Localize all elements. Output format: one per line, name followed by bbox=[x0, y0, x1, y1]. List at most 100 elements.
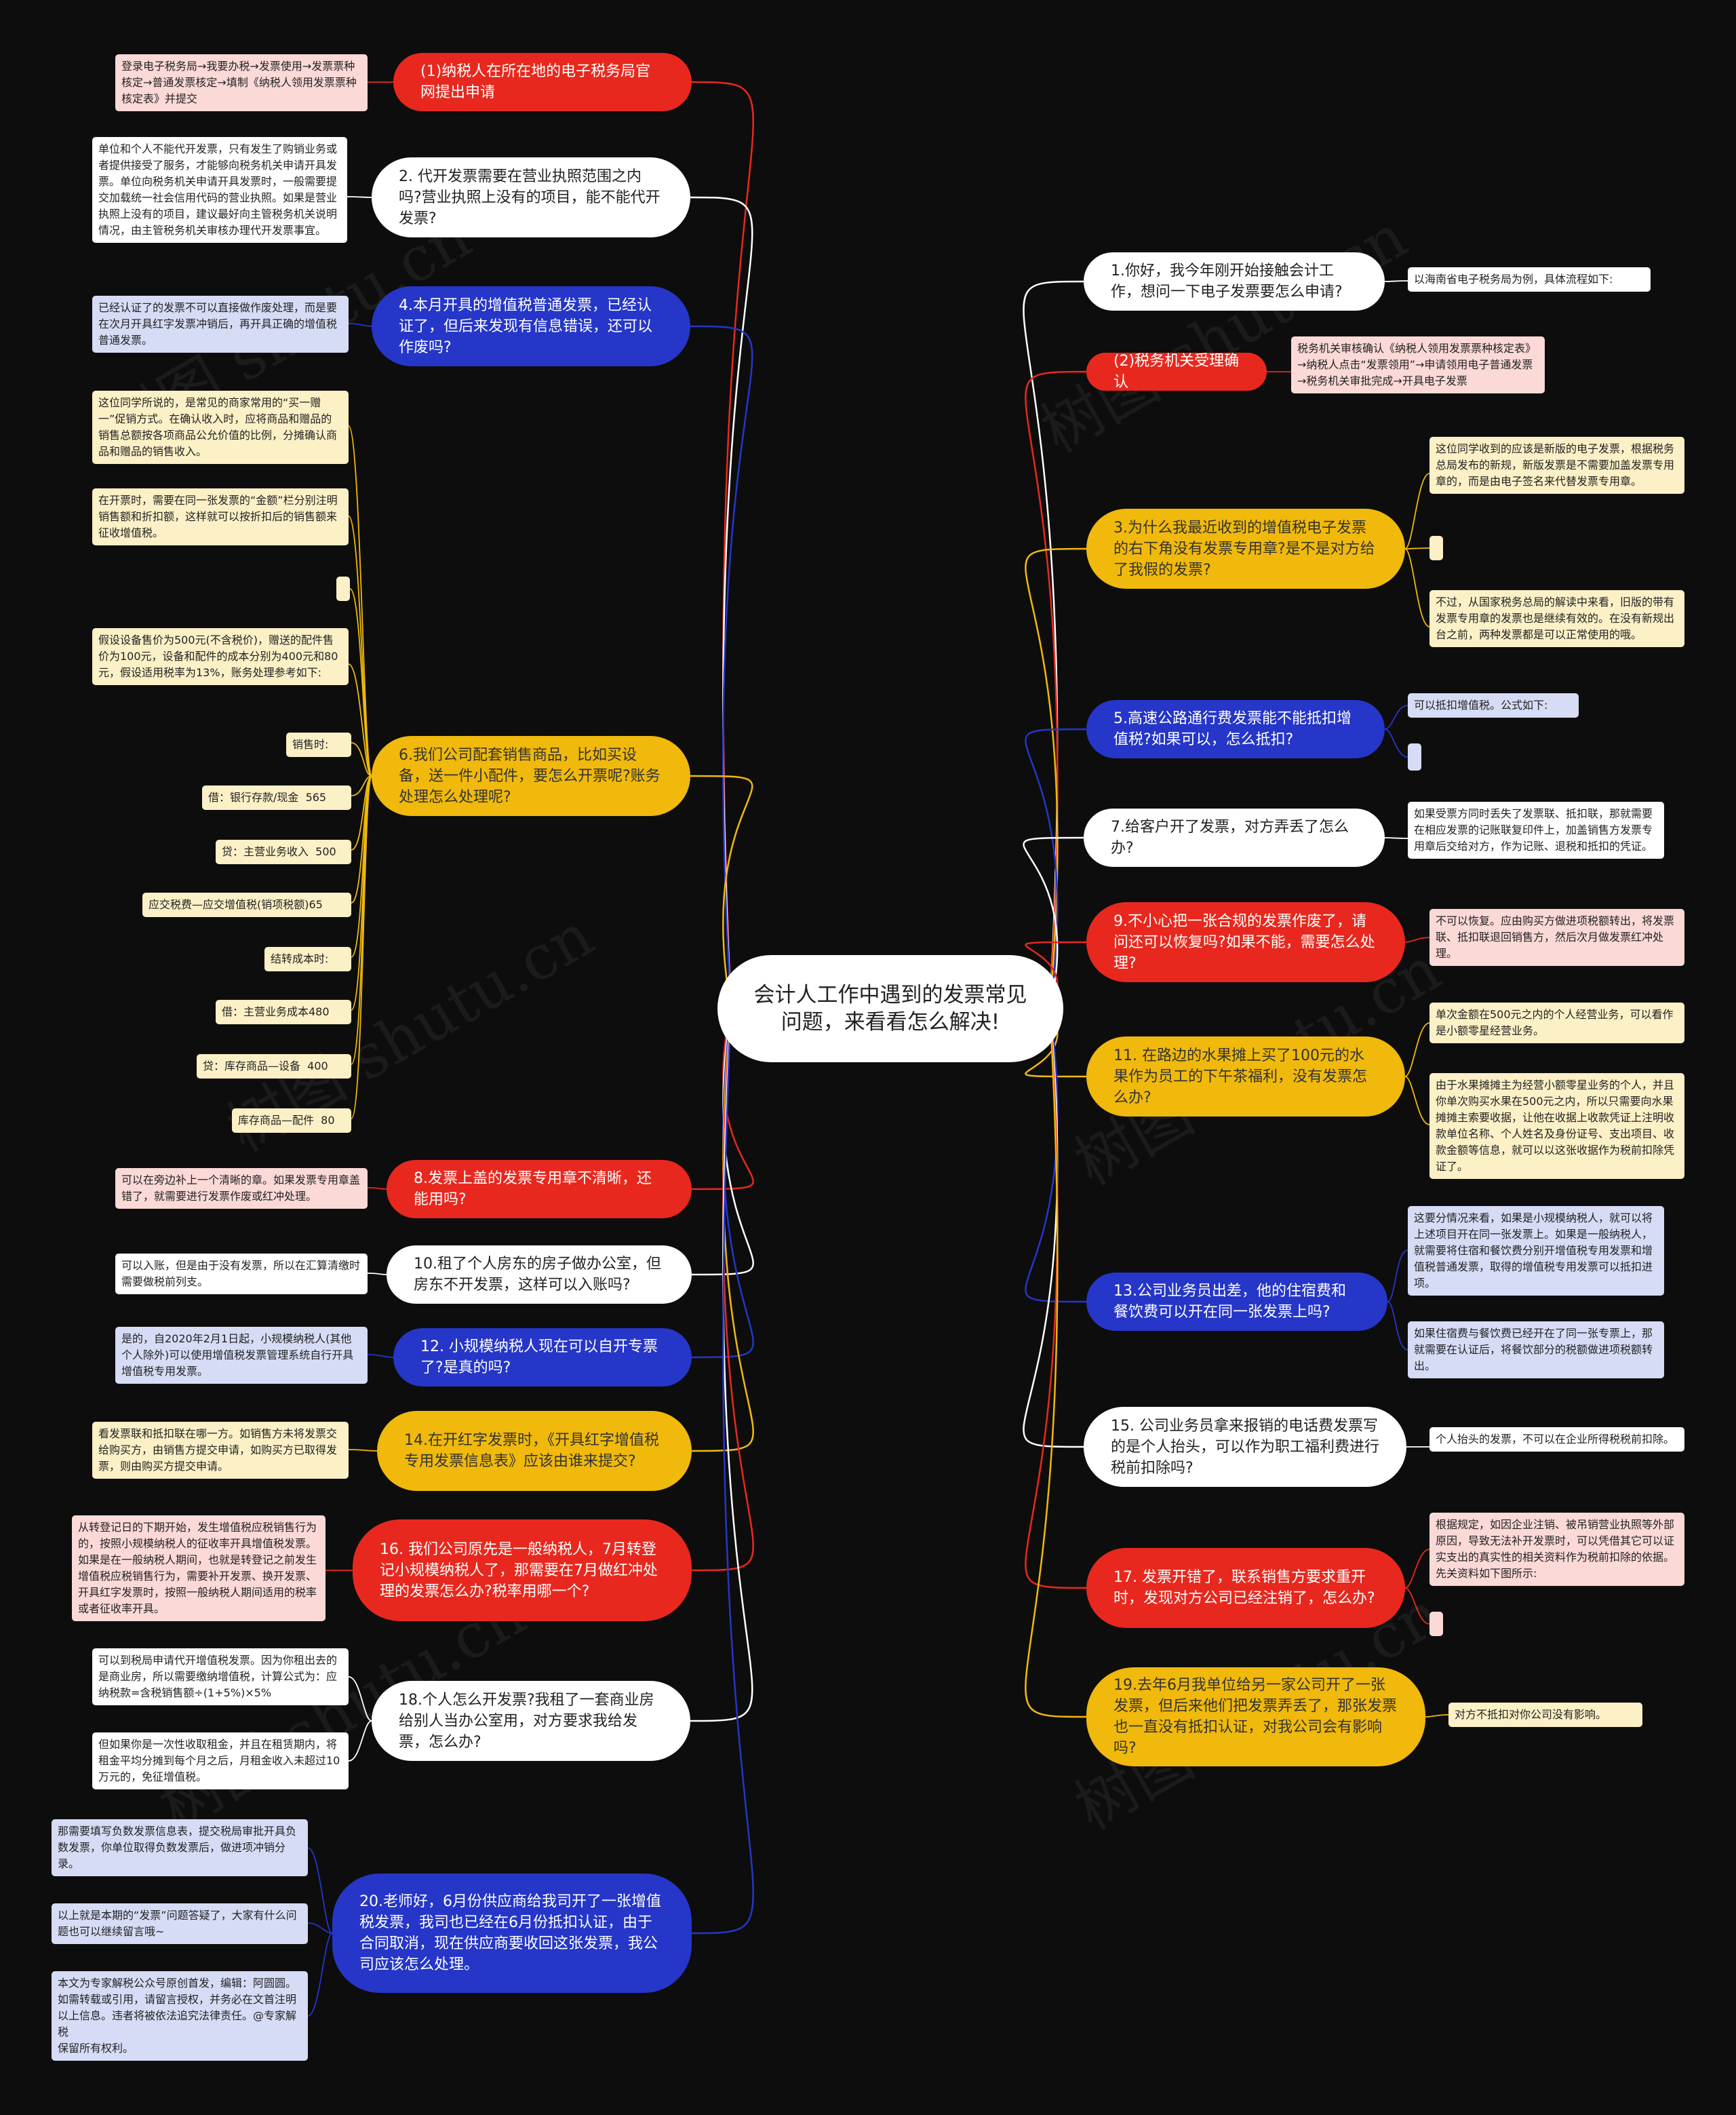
topic-detail[interactable]: 从转登记日的下期开始，发生增值税应税销售行为的，按照小规模纳税人的征收率开具增值… bbox=[72, 1515, 326, 1621]
connector-line bbox=[307, 1922, 333, 1934]
connector-line bbox=[307, 1933, 333, 2017]
topic-l3[interactable]: 4.本月开具的增值税普通发票，已经认证了，但后来发现有信息错误，还可以作废吗? bbox=[372, 286, 690, 366]
topic-detail[interactable]: 销售时: bbox=[286, 733, 351, 757]
topic-detail[interactable]: 不过，从国家税务总局的解读中来看，旧版的带有发票专用章的发票也是继续有效的。在没… bbox=[1429, 590, 1684, 647]
topic-detail[interactable]: 这位同学收到的应该是新版的电子发票，根据税务总局发布的新规，新版发票是不需要加盖… bbox=[1429, 437, 1684, 494]
topic-detail[interactable]: 假设设备售价为500元(不含税价)，赠送的配件售价为100元，设备和配件的成本分… bbox=[92, 628, 349, 685]
topic-detail[interactable]: 可以抵扣增值税。公式如下: bbox=[1408, 693, 1579, 718]
topic-l4[interactable]: 6.我们公司配套销售商品，比如买设备，送一件小配件，要怎么开票呢?账务处理怎么处… bbox=[372, 736, 690, 816]
topic-r11[interactable]: 19.去年6月我单位给另一家公司开了一张发票，但后来他们把发票弄丢了，那张发票也… bbox=[1086, 1667, 1425, 1766]
topic-l5[interactable]: 8.发票上盖的发票专用章不清晰，还能用吗? bbox=[387, 1160, 692, 1218]
topic-l6[interactable]: 10.租了个人房东的房子做办公室，但房东不开发票，这样可以入账吗? bbox=[387, 1245, 692, 1304]
topic-detail[interactable]: 以上就是本期的“发票”问题答疑了，大家有什么问题也可以继续留言哦~ bbox=[52, 1903, 308, 1944]
image-placeholder[interactable] bbox=[1429, 536, 1443, 560]
connector-line bbox=[348, 1676, 372, 1722]
connector-line bbox=[349, 588, 372, 777]
topic-detail[interactable]: 库存商品—配件 80 bbox=[232, 1108, 351, 1133]
topic-detail[interactable]: 贷：库存商品—设备 400 bbox=[197, 1054, 351, 1079]
root-topic[interactable]: 会计人工作中遇到的发票常见问题，来看看怎么解决! bbox=[717, 955, 1063, 1062]
topic-l1[interactable]: (1)纳税人在所在地的电子税务局官网提出申请 bbox=[393, 53, 692, 111]
connector-line bbox=[348, 1720, 372, 1762]
topic-detail[interactable]: 由于水果摊摊主为经营小额零星业务的个人，并且你单次购买水果在500元之内，所以只… bbox=[1429, 1073, 1684, 1179]
topic-detail[interactable]: 这位同学所说的，是常见的商家常用的“买一赠一”促销方式。在确认收入时，应将商品和… bbox=[92, 391, 349, 464]
topic-r10[interactable]: 17. 发票开错了，联系销售方要求重开时，发现对方公司已经注销了，怎么办? bbox=[1086, 1548, 1405, 1628]
connector-line bbox=[348, 323, 372, 327]
topic-detail[interactable]: 登录电子税务局→我要办税→发票使用→发票票种核定→普通发票核定→填制《纳税人领用… bbox=[115, 54, 368, 111]
connector-line bbox=[367, 1273, 387, 1275]
connector-line bbox=[691, 1008, 754, 1935]
connector-line bbox=[1384, 705, 1408, 730]
image-placeholder[interactable] bbox=[1429, 1612, 1443, 1636]
connector-line bbox=[367, 1354, 394, 1358]
topic-detail[interactable]: 借：银行存款/现金 565 bbox=[202, 785, 351, 810]
connector-line bbox=[1384, 280, 1408, 282]
topic-detail[interactable]: 在开票时，需要在同一张发票的“金额”栏分别注明销售额和折扣额，这样就可以按折扣后… bbox=[92, 488, 349, 545]
topic-detail[interactable]: 如果受票方同时丢失了发票联、抵扣联，那就需要在相应发票的记账联复印件上，加盖销售… bbox=[1408, 802, 1664, 859]
image-placeholder[interactable] bbox=[336, 577, 350, 601]
topic-detail[interactable]: 单位和个人不能代开发票，只有发生了购销业务或者提供接受了服务，才能够向税务机关申… bbox=[92, 137, 347, 243]
topic-l2[interactable]: 2. 代开发票需要在营业执照范围之内吗?营业执照上没有的项目，能不能代开发票? bbox=[372, 157, 690, 237]
connector-line bbox=[348, 425, 372, 777]
topic-detail[interactable]: 借：主营业务成本480 bbox=[216, 1000, 351, 1024]
connector-line bbox=[1025, 547, 1087, 1009]
connector-line bbox=[1387, 1301, 1408, 1351]
connector-line bbox=[690, 775, 753, 1009]
topic-r7[interactable]: 11. 在路边的水果摊上买了100元的水果作为员工的下午茶福利，没有发票怎么办? bbox=[1086, 1036, 1405, 1117]
topic-r9[interactable]: 15. 公司业务员拿来报销的电话费发票写的是个人抬头，可以作为职工福利费进行税前… bbox=[1084, 1407, 1406, 1487]
topic-detail[interactable]: 不可以恢复。应由购买方做进项税额转出，将发票联、抵扣联退回销售方，然后次月做发票… bbox=[1429, 909, 1684, 966]
topic-l8[interactable]: 14.在开红字发票时，《开具红字增值税专用发票信息表》应该由谁来提交? bbox=[377, 1411, 692, 1491]
topic-l11[interactable]: 20.老师好，6月份供应商给我司开了一张增值税发票，我司也已经在6月份抵扣认证，… bbox=[332, 1874, 692, 1993]
connector-line bbox=[1025, 728, 1087, 1009]
topic-r6[interactable]: 9.不小心把一张合规的发票作废了，请问还可以恢复吗?如果不能，需要怎么处理? bbox=[1086, 902, 1405, 982]
connector-line bbox=[351, 775, 372, 1119]
topic-detail[interactable]: 根据规定，如因企业注销、被吊销营业执照等外部原因，导致无法补开发票时，可以凭借其… bbox=[1429, 1513, 1684, 1586]
topic-detail[interactable]: 结转成本时: bbox=[264, 947, 351, 971]
topic-detail[interactable]: 个人抬头的发票，不可以在企业所得税税前扣除。 bbox=[1429, 1427, 1684, 1452]
topic-l9[interactable]: 16. 我们公司原先是一般纳税人，7月转登记小规模纳税人了，那需要在7月做红冲处… bbox=[353, 1519, 692, 1621]
topic-detail[interactable]: 这要分情况来看，如果是小规模纳税人，就可以将上述项目开在同一张发票上。如果是一般… bbox=[1408, 1206, 1664, 1296]
topic-detail[interactable]: 应交税费—应交增值税(销项税额)65 bbox=[142, 893, 351, 917]
topic-detail[interactable]: 以海南省电子税务局为例，具体流程如下: bbox=[1408, 267, 1651, 292]
topic-detail[interactable]: 对方不抵扣对你公司没有影响。 bbox=[1448, 1703, 1642, 1727]
topic-r4[interactable]: 5.高速公路通行费发票能不能抵扣增值税?如果可以，怎么抵扣? bbox=[1086, 700, 1385, 758]
connector-line bbox=[691, 81, 754, 1009]
topic-r2[interactable]: (2)税务机关受理确认 bbox=[1086, 353, 1267, 391]
connector-line bbox=[1404, 548, 1430, 627]
connector-line bbox=[348, 663, 372, 777]
topic-detail[interactable]: 单次金额在500元之内的个人经营业务，可以看作是小额零星经营业务。 bbox=[1429, 1003, 1684, 1043]
connector-line bbox=[307, 1847, 333, 1934]
topic-detail[interactable]: 本文为专家解税公众号原创首发，编辑：阿圆圆。如需转载或引用，请留言授权，并务必在… bbox=[52, 1971, 308, 2061]
topic-detail[interactable]: 已经认证了的发票不可以直接做作废处理，而是要在次月开具红字发票冲销后，再开具正确… bbox=[92, 296, 349, 353]
connector-line bbox=[1404, 937, 1430, 943]
topic-detail[interactable]: 是的，自2020年2月1日起，小规模纳税人(其他个人除外)可以使用增值税发票管理… bbox=[115, 1327, 368, 1384]
topic-detail[interactable]: 贷：主营业务收入 500 bbox=[216, 840, 351, 864]
topic-detail[interactable]: 可以到税局申请代开增值税发票。因为你租出去的是商业房，所以需要缴纳增值税，计算公… bbox=[92, 1648, 349, 1705]
connector-line bbox=[1025, 1008, 1087, 1718]
connector-line bbox=[1404, 1022, 1430, 1077]
topic-r3[interactable]: 3.为什么我最近收到的增值税电子发票的右下角没有发票专用章?是不是对方给了我假的… bbox=[1086, 509, 1405, 589]
connector-line bbox=[690, 1008, 753, 1722]
topic-l7[interactable]: 12. 小规模纳税人现在可以自开专票了?是真的吗? bbox=[393, 1328, 692, 1386]
topic-detail[interactable]: 可以在旁边补上一个清晰的章。如果发票专用章盖错了，就需要进行发票作废或红冲处理。 bbox=[115, 1168, 368, 1209]
connector-line bbox=[1025, 370, 1087, 1009]
topic-detail[interactable]: 如果住宿费与餐饮费已经开在了同一张专票上，那就需要在认证后，将餐饮部分的税额做进… bbox=[1408, 1321, 1664, 1378]
connector-line bbox=[348, 1449, 378, 1452]
connector-line bbox=[690, 196, 753, 1009]
topic-detail[interactable]: 可以入账，但是由于没有发票，所以在汇算清缴时需要做税前列支。 bbox=[115, 1254, 368, 1294]
topic-detail[interactable]: 但如果你是一次性收取租金，并且在租赁期内，将租金平均分摊到每个月之后，月租金收入… bbox=[92, 1732, 349, 1789]
connector-line bbox=[351, 742, 372, 777]
topic-detail[interactable]: 看发票联和抵扣联在哪一方。如销售方未将发票交给购买方，由销售方提交申请，如购买方… bbox=[92, 1422, 349, 1479]
topic-r5[interactable]: 7.给客户开了发票，对方弄丢了怎么办? bbox=[1084, 809, 1385, 867]
topic-detail[interactable]: 那需要填写负数发票信息表，提交税局审批开具负数发票，你单位取得负数发票后，做进项… bbox=[52, 1819, 308, 1876]
image-placeholder[interactable] bbox=[1408, 743, 1421, 771]
topic-detail[interactable]: 税务机关审核确认《纳税人领用发票票种核定表》→纳税人点击“发票领用”→申请领用电… bbox=[1291, 336, 1545, 393]
connector-line bbox=[367, 1187, 387, 1190]
topic-r1[interactable]: 1.你好，我今年刚开始接触会计工作，想问一下电子发票要怎么申请? bbox=[1084, 252, 1385, 311]
connector-line bbox=[1384, 729, 1408, 758]
topic-r8[interactable]: 13.公司业务员出差，他的住宿费和餐饮费可以开在同一张发票上吗? bbox=[1086, 1273, 1387, 1331]
topic-l10[interactable]: 18.个人怎么开发票?我租了一套商业房给别人当办公室用，对方要求我给发票，怎么办… bbox=[372, 1681, 690, 1761]
connector-line bbox=[1023, 836, 1084, 1009]
connector-line bbox=[1404, 547, 1430, 549]
